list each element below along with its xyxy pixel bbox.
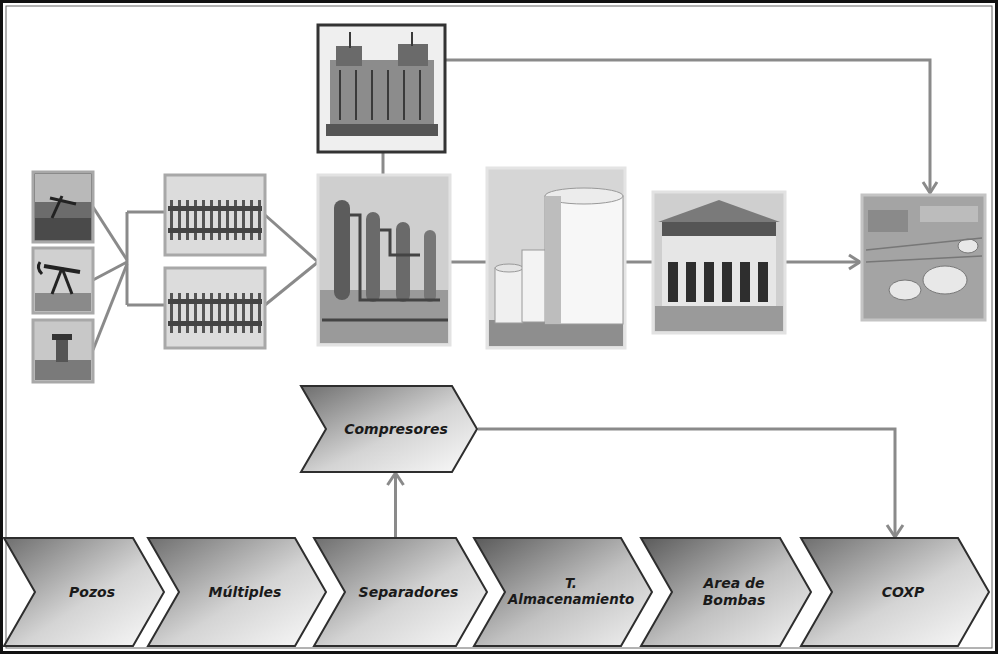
chevron-outline [474,538,652,646]
chevron-text-area: T. Almacenamiento [473,576,653,608]
stage-label: T. Almacenamiento [508,576,634,608]
chevron-text-area: Compresores [300,421,478,438]
stage-label: Separadores [348,584,469,601]
stage-label: COXP [835,584,971,601]
chevron-text-area: Separadores [313,584,488,601]
process-chevron: Pozos [3,537,165,647]
process-chevron: Separadores [313,537,488,647]
chevron-text-area: COXP [800,584,990,601]
stage-label: Compresores [329,421,463,438]
chevron-outline [148,538,326,646]
stage-label: Pozos [38,584,146,601]
stage-label: Area de Bombas [675,575,793,609]
chevron-outline [641,538,811,646]
chevron-outline [801,538,989,646]
chevron-outline [4,538,164,646]
process-chevron: Múltiples [147,537,327,647]
process-chevron: Compresores [300,385,478,473]
flow-arrow [394,473,397,537]
chevron-outline [301,386,477,472]
chevron-text-area: Area de Bombas [640,575,812,609]
process-chevron: T. Almacenamiento [473,537,653,647]
chevron-outline [314,538,487,646]
process-chevron: Area de Bombas [640,537,812,647]
stage-label: Múltiples [182,584,308,601]
process-chevron: COXP [800,537,990,647]
chevron-text-area: Múltiples [147,584,327,601]
chevron-text-area: Pozos [3,584,165,601]
flow-arrow [478,429,895,537]
